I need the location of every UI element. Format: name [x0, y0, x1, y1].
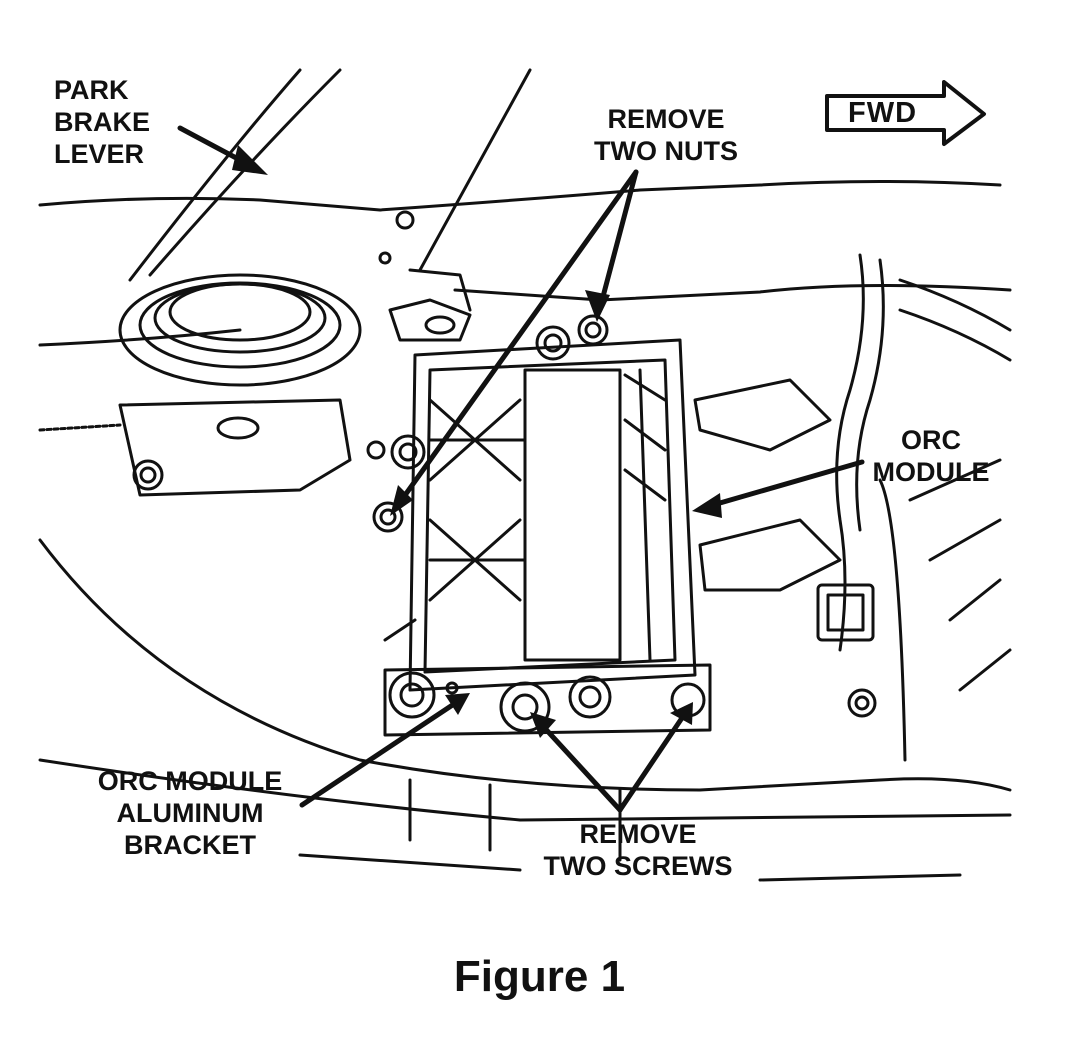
label-park-brake-lever: PARK BRAKE LEVER [54, 75, 151, 169]
stud-top-left [535, 325, 571, 361]
tunnel-curve [38, 538, 1012, 792]
label-orc-module: ORC MODULE [872, 425, 990, 487]
brake-drum [118, 273, 362, 387]
tunnel-curve-lower [38, 758, 1012, 822]
fwd-arrow-icon [825, 80, 986, 146]
figure-caption: Figure 1 [453, 952, 626, 1001]
bracket-screw-center [499, 681, 551, 733]
fwd-label: FWD [848, 97, 918, 129]
floor-edge-right [453, 283, 1012, 302]
brake-bracket [118, 398, 352, 497]
lever-arm [418, 68, 532, 272]
arrow-screw-left [538, 721, 623, 813]
label-remove-two-screws: REMOVE TWO SCREWS [543, 819, 733, 881]
park-brake-lever-outline [128, 68, 302, 282]
arrow-screw-right [617, 709, 689, 813]
floor-base-line [298, 853, 962, 882]
nut-upper [577, 314, 609, 346]
arrow-nut-upper [597, 169, 639, 311]
label-orc-module-bracket: ORC MODULE ALUMINUM BRACKET [97, 766, 283, 860]
label-remove-two-nuts: REMOVE TWO NUTS [594, 104, 738, 166]
bolt-right [847, 688, 877, 718]
bracket-screw-left [388, 671, 436, 719]
connector [816, 583, 875, 642]
floor-edge-upper [38, 180, 1002, 212]
arrow-bracket [299, 697, 463, 808]
wire-harness [835, 253, 865, 652]
bracket-screw-right [568, 675, 612, 719]
nut-lower [372, 501, 404, 533]
arrow-nut-lower [395, 169, 639, 508]
orc-module-label-panel [523, 368, 622, 662]
aluminum-bracket [383, 663, 712, 737]
arrow-orc-module [703, 459, 865, 510]
